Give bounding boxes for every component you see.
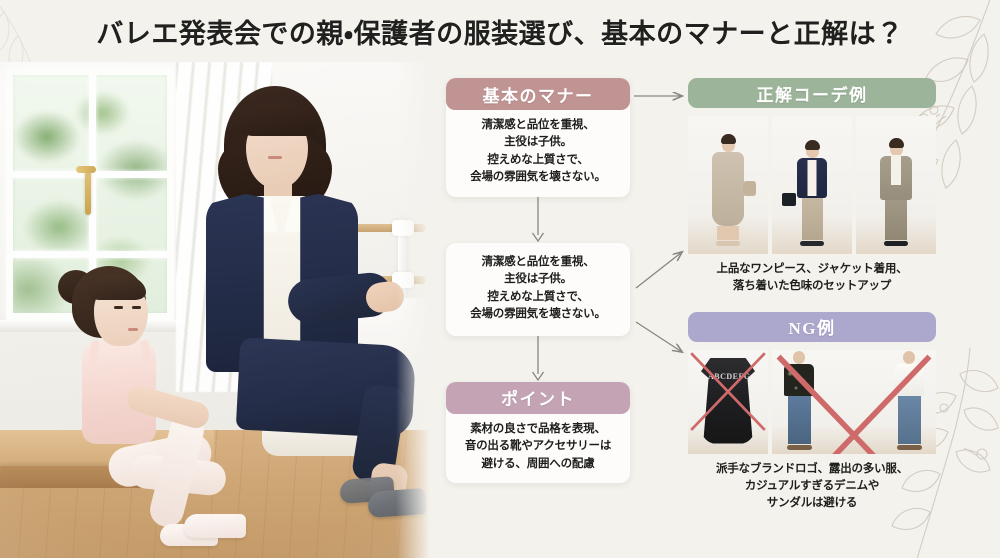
window-handle-icon [76,166,96,215]
manner-line: 清潔感と品位を重視、 [481,119,595,131]
point-line: 音の出る靴やアクセサリーは [464,440,612,453]
correct-panel-header: 正解コーデ例 [688,78,936,108]
girl-figure [48,262,248,552]
page-title: バレエ発表会での親・保護者の服装選び、基本のマナーと正解は？ [96,18,904,49]
manner-card: 基本のマナー 清潔感と品位を重視、 主役は子供。 控えめな上質さで、 会場の雰囲… [446,78,630,197]
girl-ballet-slipper [184,514,246,538]
summary-line: 控えめな上質さで、 [487,290,589,303]
figure-head [903,350,915,364]
photo-edge-fade [396,62,430,558]
figure-shoes [884,241,908,246]
flow-arrow-down [446,335,630,382]
flow-column: 基本のマナー 清潔感と品位を重視、 主役は子供。 控えめな上質さで、 会場の雰囲… [446,78,630,484]
hero-photo-scene [0,62,430,558]
figure-white-tshirt [894,363,924,396]
manner-line: 控えめな上質さで、 [487,153,589,166]
point-card: ポイント 素材の良さで品格を表現、 音の出る靴やアクセサリーは 避ける、周囲への… [446,381,630,484]
caption-line: サンダルは避ける [766,497,858,509]
caption-line: 派手なブランドロゴ、露出の多い服、 [715,462,909,475]
figure-trousers [885,200,907,240]
figure-denim-jeans [787,395,811,444]
ng-examples-panel: NG例 ABCDEFG [688,311,936,513]
correct-panel-caption: 上品なワンピース、ジャケット着用、 落ち着いた色味のセットアップ [688,261,936,296]
photo-vignette [0,62,430,558]
correct-examples-panel: 正解コーデ例 [688,78,936,296]
window-mullion-vertical [89,75,96,313]
examples-column: 正解コーデ例 [688,78,936,528]
point-line: 避ける、周囲への配慮 [481,457,595,470]
correct-thumb-jacket [772,116,852,254]
manner-card-header: 基本のマナー [446,78,630,110]
figure-aloha-shirt [784,363,814,396]
summary-line: 清潔感と品位を重視、 [481,255,595,268]
sandal-icon [786,444,812,450]
figure-tshirt-man [890,350,928,450]
caption-line: 上品なワンピース、ジャケット着用、 [716,263,908,275]
figure-legs [717,226,739,240]
point-line: 素材の良さで品格を表現、 [470,422,606,435]
manner-card-body: 清潔感と品位を重視、 主役は子供。 控えめな上質さで、 会場の雰囲気を壊さない。 [446,110,630,197]
middle-summary-body: 清潔感と品位を重視、 主役は子供。 控えめな上質さで、 会場の雰囲気を壊さない。 [446,243,630,336]
middle-summary-card: 清潔感と品位を重視、 主役は子供。 控えめな上質さで、 会場の雰囲気を壊さない。 [446,242,630,336]
ng-panel-caption: 派手なブランドロゴ、露出の多い服、 カジュアルすぎるデニムや サンダルは避ける [688,461,936,513]
girl-hair-front [88,274,146,300]
manner-line: 会場の雰囲気を壊さない。 [470,171,606,184]
figure-shoes [800,241,824,246]
figure-head [888,138,904,156]
correct-thumbnail-row [688,116,936,254]
figure-head [793,350,805,364]
window-mullion-horizontal [13,251,167,258]
caption-line: 落ち着いた色味のセットアップ [732,280,892,293]
figure-navy-jacket [797,158,827,198]
summary-line: 主役は子供。 [504,273,572,286]
figure-setup-man [870,138,922,246]
manner-line: 主役は子供。 [504,136,572,149]
girl-mouth [128,328,138,331]
figure-shoes [716,241,740,246]
ng-panel-header: NG例 [688,311,936,342]
mother-hair-front [238,102,320,136]
figure-head [804,140,820,158]
correct-thumb-setup [856,116,936,254]
ng-thumb-logo-dress: ABCDEFG [688,349,768,454]
figure-trousers [801,198,823,240]
page-title-bar: バレエ発表会での親・保護者の服装選び、基本のマナーと正解は？ [0,0,1000,62]
black-logo-dress [701,357,755,444]
point-card-header: ポイント [446,381,630,414]
brand-logo-text: ABCDEFG [708,371,751,381]
girl-eye [132,306,141,309]
handbag-icon [743,181,756,196]
figure-dress-woman [702,134,756,246]
mother-mouth [268,156,282,159]
figure-grey-jacket [880,156,912,200]
caption-line: カジュアルすぎるデニムや [744,479,880,492]
handbag-icon [782,193,796,206]
mother-figure [180,86,427,526]
figure-aloha-shirt-man [780,350,818,450]
sandal-icon [896,444,922,450]
summary-line: 会場の雰囲気を壊さない。 [470,308,606,321]
figure-dress [712,152,744,226]
girl-eye [114,306,123,309]
figure-head [720,134,736,152]
hero-photo [0,62,430,558]
figure-jacket-woman [782,140,838,246]
flow-arrow-down [446,196,630,243]
point-card-body: 素材の良さで品格を表現、 音の出る靴やアクセサリーは 避ける、周囲への配慮 [446,414,630,483]
figure-denim-jeans [897,395,921,444]
correct-thumb-dress [688,116,768,254]
ng-thumb-casual-denim [772,349,936,454]
ng-thumbnail-row: ABCDEFG [688,349,936,454]
